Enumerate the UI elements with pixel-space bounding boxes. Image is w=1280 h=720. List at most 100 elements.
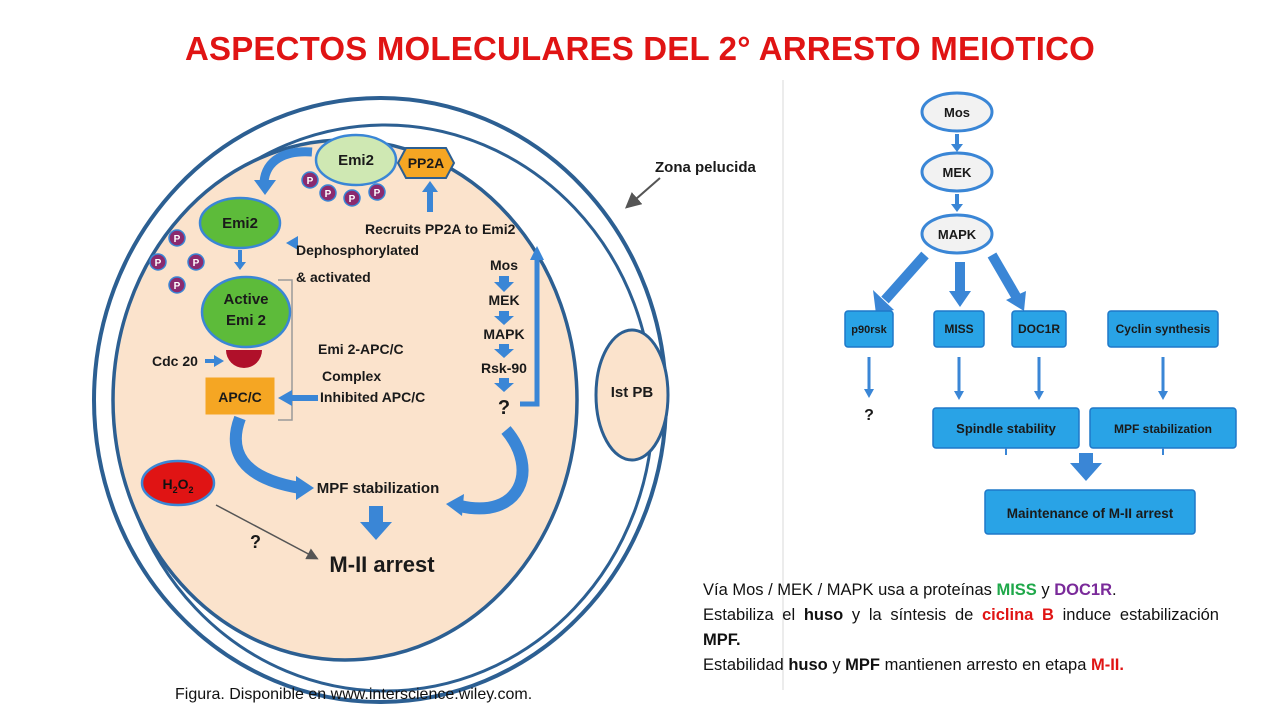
description-line-1: Vía Mos / MEK / MAPK usa a proteínas MIS… xyxy=(703,578,1219,603)
complex-label-1: Emi 2-APC/C xyxy=(318,341,404,357)
phospho-circle xyxy=(168,229,186,247)
doc1r-label: DOC1R xyxy=(1018,322,1060,336)
doc1r-highlight: DOC1R xyxy=(1054,581,1112,599)
phospho-label: P xyxy=(374,188,381,199)
phospho-label: P xyxy=(325,189,332,200)
path-mek-label: MEK xyxy=(488,292,519,308)
phospho-circle xyxy=(187,253,205,271)
maintenance-label: Maintenance of M-II arrest xyxy=(1007,506,1174,521)
text-span: y la síntesis de xyxy=(843,606,982,624)
phospho-label: P xyxy=(307,176,314,187)
h2o2-label: H2O2 xyxy=(162,476,193,495)
text-span: . xyxy=(1112,581,1117,599)
page-title: ASPECTOS MOLECULARES DEL 2° ARRESTO MEIO… xyxy=(184,30,1096,67)
complex-label-3: Inhibited APC/C xyxy=(320,389,425,405)
mos-mek-arrowhead xyxy=(951,144,963,152)
mapk-miss-arrowhead xyxy=(949,291,971,307)
huso-highlight: huso xyxy=(788,656,828,674)
phospho-label: P xyxy=(349,194,356,205)
mapk-label: MAPK xyxy=(938,227,977,242)
apcc-box xyxy=(205,377,275,415)
doc1r-box xyxy=(1011,310,1067,348)
text-span: Estabiliza el xyxy=(703,606,804,624)
text-span: y xyxy=(827,656,846,674)
mos-label: Mos xyxy=(944,105,970,120)
complex-label-2: Complex xyxy=(322,368,381,384)
merge-arrow-shaft xyxy=(1079,453,1093,465)
description-line-2: Estabiliza el huso y la síntesis de cicl… xyxy=(703,603,1219,653)
phospho-label: P xyxy=(174,281,181,292)
cyclin-box xyxy=(1107,310,1219,348)
activation-arrowhead xyxy=(234,262,246,270)
inhibit-arrowhead xyxy=(278,390,292,406)
path-arrow xyxy=(494,311,514,325)
p90rsk-label: p90rsk xyxy=(851,324,887,336)
emi2-cycle-arrow xyxy=(259,147,313,183)
mek-label: MEK xyxy=(943,165,973,180)
mos-node xyxy=(920,91,994,133)
path-arrow xyxy=(494,276,514,292)
phospho-label: P xyxy=(193,258,200,269)
recruits-arrowhead xyxy=(422,181,438,192)
active-emi2-label-1: Active xyxy=(223,291,268,308)
description-line-3: Estabilidad huso y MPF mantienen arresto… xyxy=(703,653,1219,678)
zona-pelucida-pointer xyxy=(624,177,661,209)
p90-down-arrowhead xyxy=(864,389,874,398)
pp2a-label: PP2A xyxy=(408,155,445,171)
text-span: y xyxy=(1036,581,1055,599)
h2o2-unknown-label: ? xyxy=(250,532,261,552)
p90-unknown-label: ? xyxy=(864,407,874,424)
path-mapk-label: MAPK xyxy=(483,326,524,342)
phospho-circle xyxy=(301,171,319,189)
description-text: Vía Mos / MEK / MAPK usa a proteínas MIS… xyxy=(703,578,1219,678)
phospho-label: P xyxy=(174,234,181,245)
mapk-doc1r-arrowhead xyxy=(1006,291,1026,311)
mapk-p90-arrowhead xyxy=(873,290,894,314)
emi2-phosphorylated-node xyxy=(314,133,398,187)
dephos-arrowhead xyxy=(286,236,298,250)
cdc20-arrowhead xyxy=(214,355,224,367)
phospho-circle xyxy=(319,184,337,202)
apcc-mpf-arrow xyxy=(229,415,302,494)
recruits-label: Recruits PP2A to Emi2 xyxy=(365,221,516,237)
p90rsk-box xyxy=(844,310,894,348)
cdc20-label: Cdc 20 xyxy=(152,353,198,369)
mek-node xyxy=(920,151,994,193)
path-mos-label: Mos xyxy=(490,257,518,273)
doc1r-down-arrowhead xyxy=(1034,391,1044,400)
pp2a-node xyxy=(396,147,456,179)
mapk-mpf-arrow xyxy=(458,426,529,515)
apcc-mpf-arrowhead xyxy=(296,476,314,500)
spindle-label: Spindle stability xyxy=(956,421,1056,436)
merge-arrowhead xyxy=(1070,463,1102,481)
mpf-label: MPF stabilization xyxy=(1114,422,1212,436)
phospho-circle xyxy=(149,253,167,271)
cdc20-shape xyxy=(226,350,262,368)
mpf-highlight: MPF xyxy=(845,656,880,674)
path-arrow xyxy=(494,344,514,358)
mapk-p90-arrow xyxy=(881,251,929,304)
huso-highlight: huso xyxy=(803,606,844,624)
polar-body xyxy=(594,328,670,462)
mapk-mpf-arrowhead xyxy=(446,494,464,516)
cyclin-label: Cyclin synthesis xyxy=(1116,322,1211,336)
mpf-highlight: MPF. xyxy=(703,631,741,649)
m2-highlight: M-II. xyxy=(1090,656,1124,674)
miss-down-arrowhead xyxy=(954,391,964,400)
apcc-label: APC/C xyxy=(218,389,262,405)
mapk-doc1r-arrow xyxy=(987,252,1022,301)
m2-arrest-label: M-II arrest xyxy=(329,552,435,577)
figure-caption: Figura. Disponible en www.interscience.w… xyxy=(175,686,533,703)
feedback-arrow xyxy=(520,258,540,407)
text-span: mantienen arresto en etapa xyxy=(880,656,1091,674)
text-span: induce estabilización xyxy=(1053,606,1219,624)
text-span: Vía Mos / MEK / MAPK usa a proteínas xyxy=(703,581,997,599)
polar-body-label: Ist PB xyxy=(611,384,654,401)
dephos-label-2: & activated xyxy=(296,269,371,285)
miss-box xyxy=(933,310,985,348)
miss-label: MISS xyxy=(944,322,973,336)
mapk-flowchart: Mos MEK MAPK p90rsk MISS DOC1R Cyclin sy… xyxy=(844,91,1237,535)
phospho-group-top: P P P P xyxy=(301,171,386,207)
mapk-node xyxy=(920,213,994,255)
